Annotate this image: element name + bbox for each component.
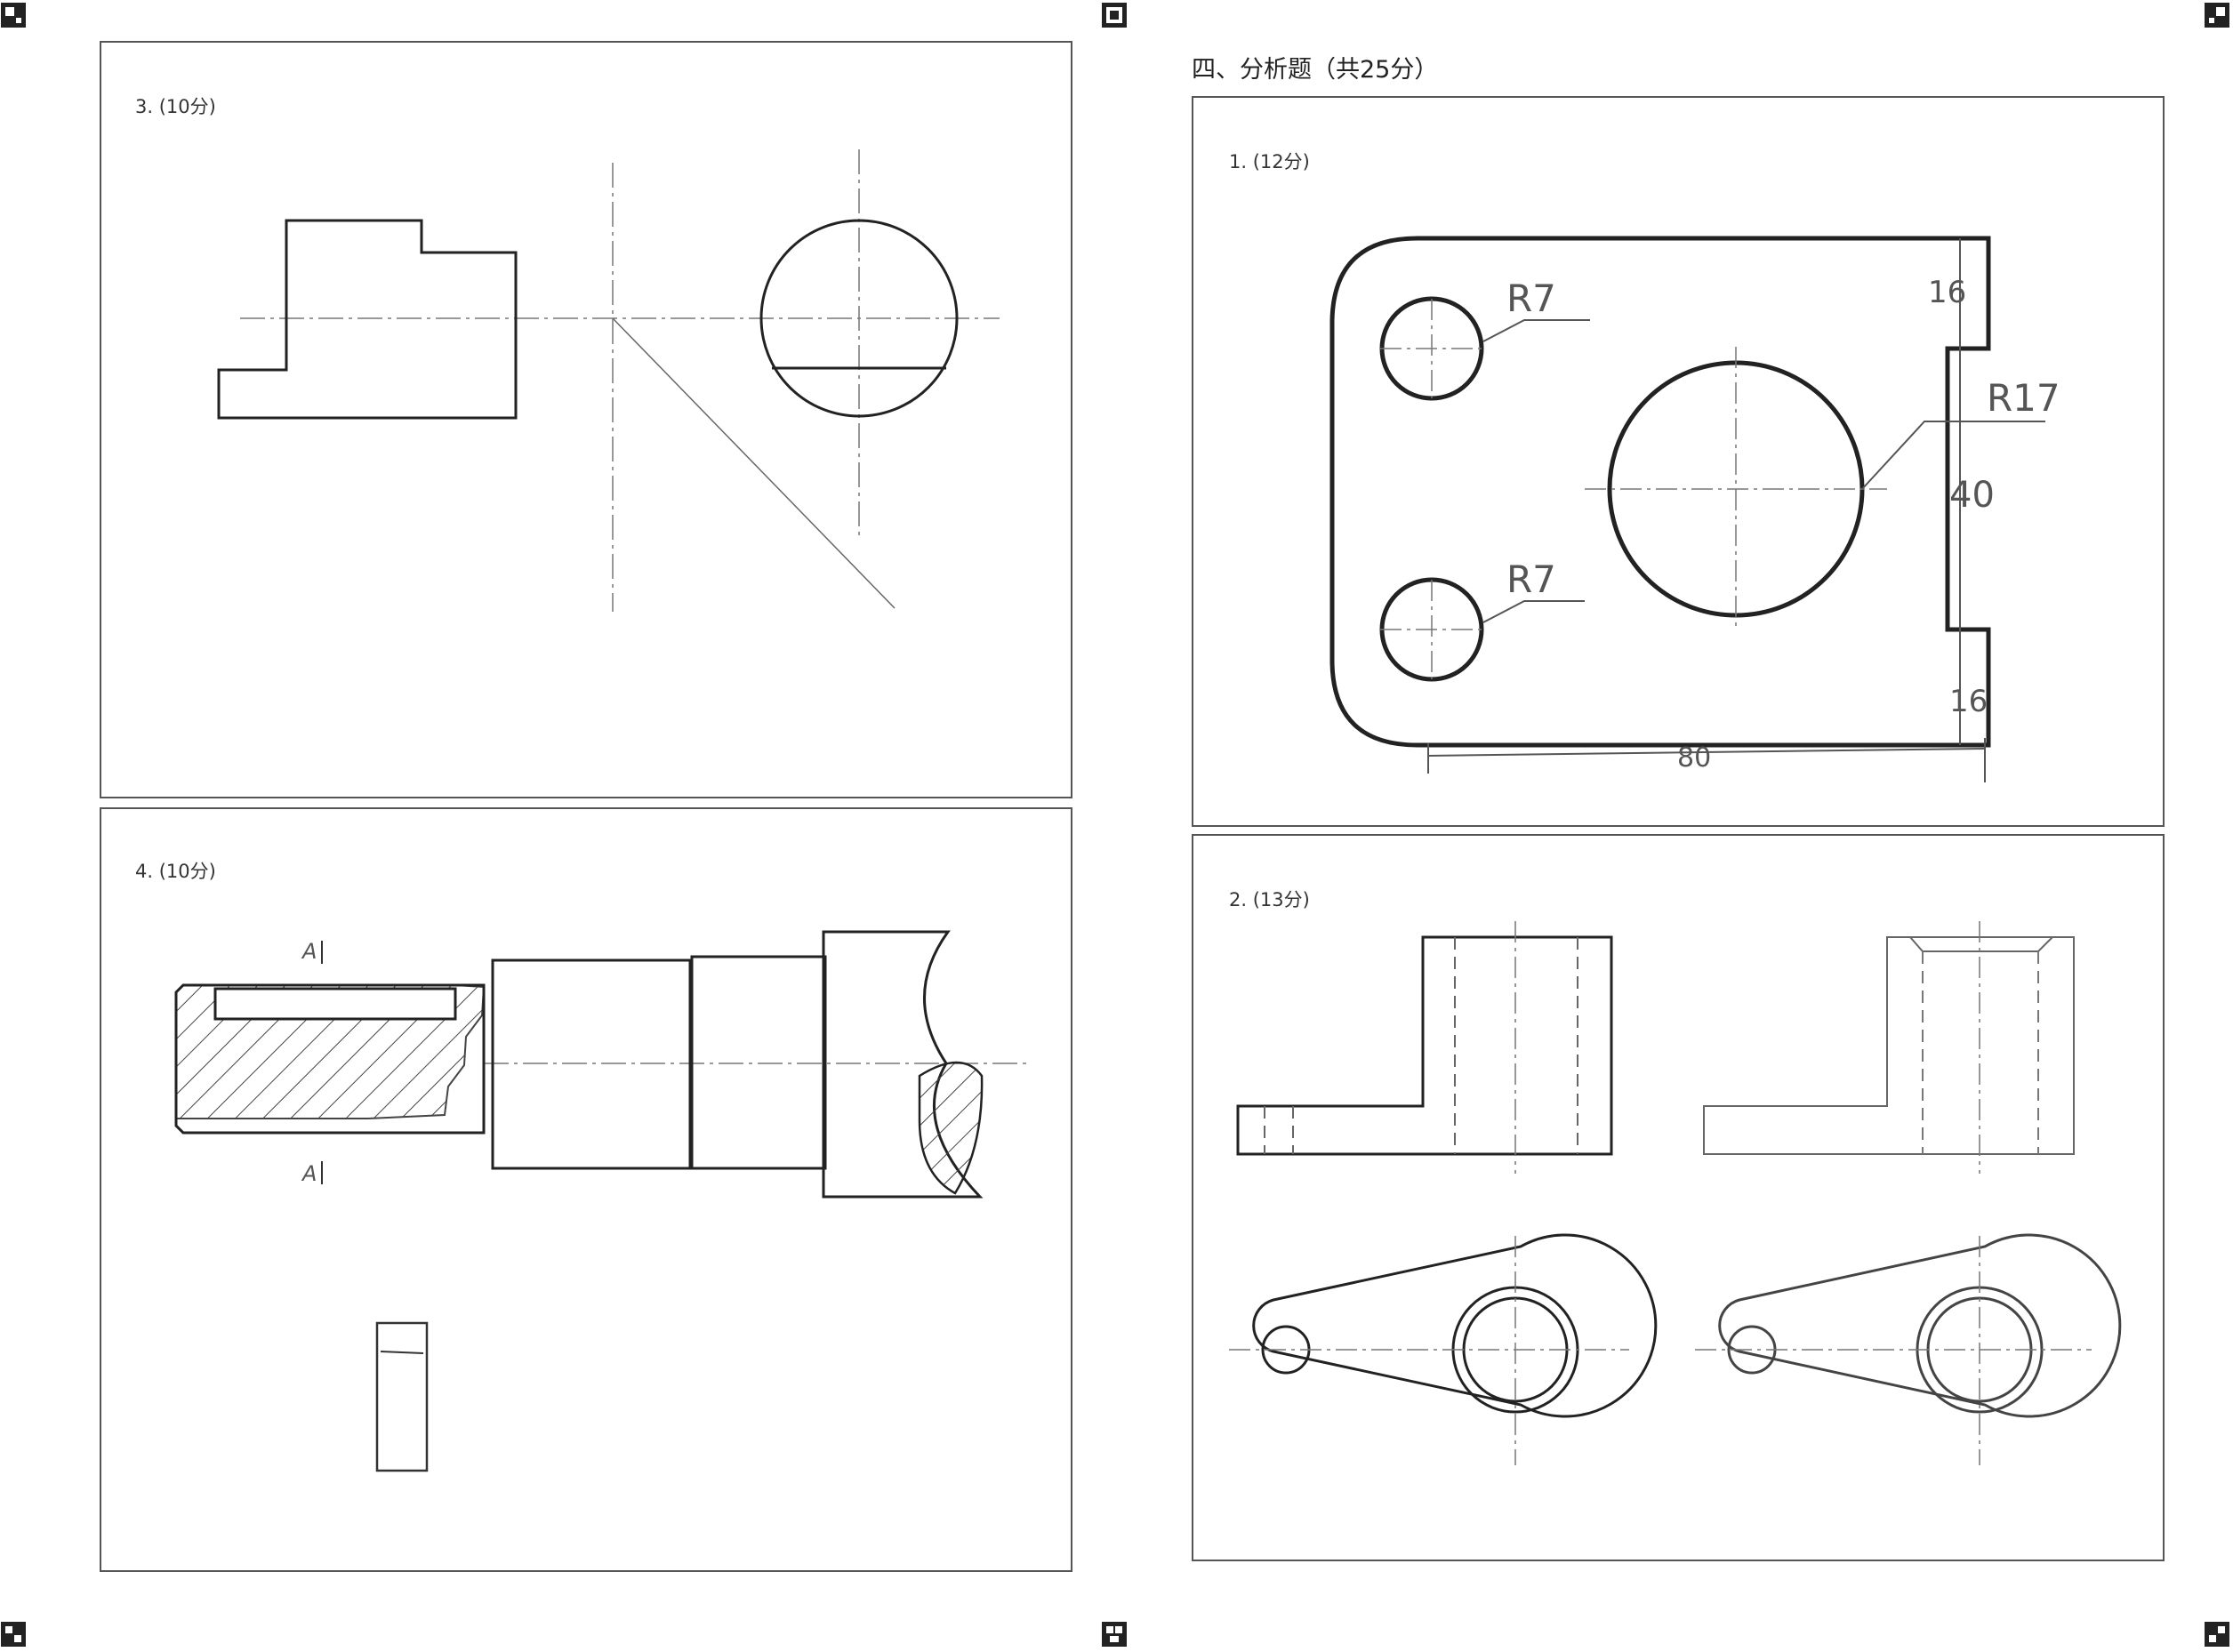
analysis-1-drawing: R7 R7 R17 16 40 16 80 bbox=[1329, 236, 2060, 782]
registration-marker-top-center bbox=[1101, 2, 1128, 28]
question-4-panel: 4. (10分) A A bbox=[100, 807, 1072, 1572]
registration-marker-bottom-left bbox=[0, 1621, 27, 1648]
section-title: 四、分析题（共25分） bbox=[1192, 56, 1439, 84]
analysis-2-label: 2. (13分) bbox=[1229, 889, 1310, 910]
shaft-step-2 bbox=[690, 955, 827, 1170]
question-3-drawing bbox=[217, 149, 1000, 612]
question-4-label: 4. (10分) bbox=[135, 861, 216, 882]
stepped-block-outline bbox=[217, 219, 518, 420]
section-mark-bottom: A bbox=[301, 1161, 317, 1186]
registration-marker-bottom-right bbox=[2204, 1621, 2230, 1648]
dimension-16-bottom: 16 bbox=[1949, 684, 1988, 719]
analysis-2-panel: 2. (13分) bbox=[1192, 834, 2165, 1561]
top-view-right bbox=[1718, 1233, 2122, 1418]
registration-marker-top-left bbox=[0, 2, 27, 28]
question-3-label: 3. (10分) bbox=[135, 96, 216, 117]
dimension-r7-top: R7 bbox=[1506, 277, 1556, 320]
front-view-right bbox=[1703, 936, 2075, 1155]
analysis-2-drawing bbox=[1229, 921, 2122, 1465]
plate-outline bbox=[1329, 236, 1991, 748]
dimension-40: 40 bbox=[1949, 475, 1995, 516]
front-view-left bbox=[1236, 935, 1613, 1156]
keyway-slot bbox=[213, 987, 457, 1021]
section-mark-top: A bbox=[301, 939, 317, 964]
shaft-step-1 bbox=[491, 958, 692, 1170]
top-view-left bbox=[1252, 1233, 1658, 1418]
answer-sketch bbox=[375, 1321, 429, 1472]
dimension-16-top: 16 bbox=[1928, 275, 1966, 310]
registration-marker-bottom-center bbox=[1101, 1621, 1128, 1648]
circle-view bbox=[759, 219, 959, 418]
question-3-panel: 3. (10分) bbox=[100, 41, 1072, 798]
dimension-80: 80 bbox=[1677, 742, 1711, 774]
dimension-r7-bottom: R7 bbox=[1506, 557, 1556, 601]
dimension-r17: R17 bbox=[1987, 376, 2060, 420]
analysis-1-label: 1. (12分) bbox=[1229, 151, 1310, 172]
registration-marker-top-right bbox=[2204, 2, 2230, 28]
analysis-1-panel: 1. (12分) R7 R7 bbox=[1192, 96, 2165, 827]
question-4-drawing: A A bbox=[174, 930, 1026, 1472]
